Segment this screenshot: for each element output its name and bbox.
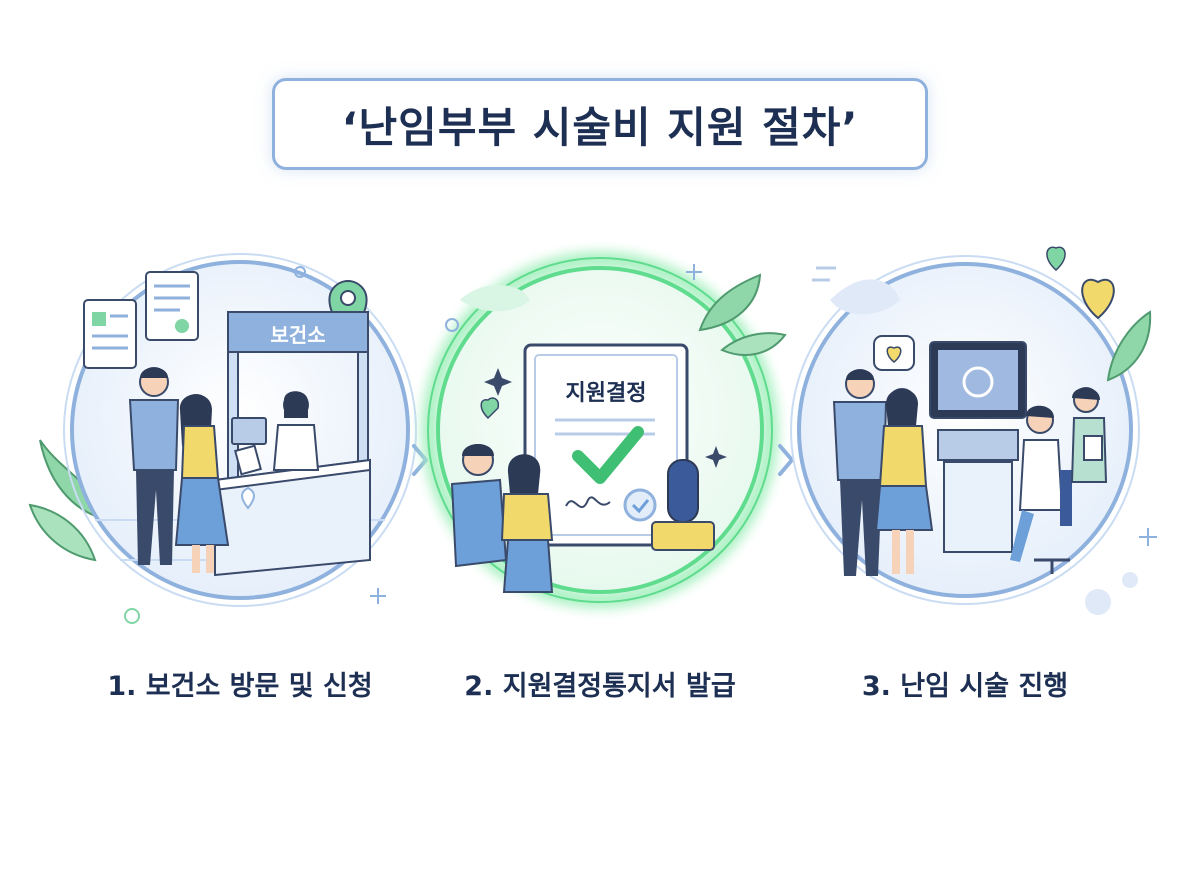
step-1-number: 1.	[107, 671, 137, 702]
step-3-illustration	[790, 246, 1157, 615]
checkmark-icon	[572, 426, 644, 484]
heart-icon	[480, 397, 500, 420]
step-2-illustration	[422, 252, 787, 608]
ultrasound-monitor-icon	[929, 341, 1027, 419]
heart-icon	[1046, 246, 1066, 271]
stamp-icon	[651, 459, 715, 551]
step-2-label: 2. 지원결정통지서 발급	[430, 664, 770, 703]
sparkle-icon	[484, 368, 512, 396]
leaf-icon	[698, 273, 787, 356]
heart-icon	[1081, 278, 1115, 320]
step-1-illustration	[28, 253, 417, 624]
page-title: ‘난임부부 시술비 지원 절차’	[341, 102, 859, 152]
step-3-text: 난임 시술 진행	[900, 671, 1069, 702]
booth-sign: 보건소	[270, 323, 325, 347]
sparkle-icon	[705, 446, 727, 468]
chevron-right-icon	[778, 444, 794, 476]
step-2-number: 2.	[464, 671, 494, 702]
step-3-number: 3.	[861, 671, 891, 702]
leaf-icon	[1106, 310, 1152, 382]
step-1-text: 보건소 방문 및 신청	[145, 671, 373, 702]
document-icon	[145, 271, 199, 341]
document-title: 지원결정	[566, 381, 647, 406]
document-icon	[83, 299, 137, 369]
step-2-text: 지원결정통지서 발급	[502, 671, 736, 702]
step-3-label: 3. 난임 시술 진행	[795, 664, 1135, 703]
title-box: ‘난임부부 시술비 지원 절차’	[272, 78, 928, 170]
step-1-label: 1. 보건소 방문 및 신청	[70, 664, 410, 703]
